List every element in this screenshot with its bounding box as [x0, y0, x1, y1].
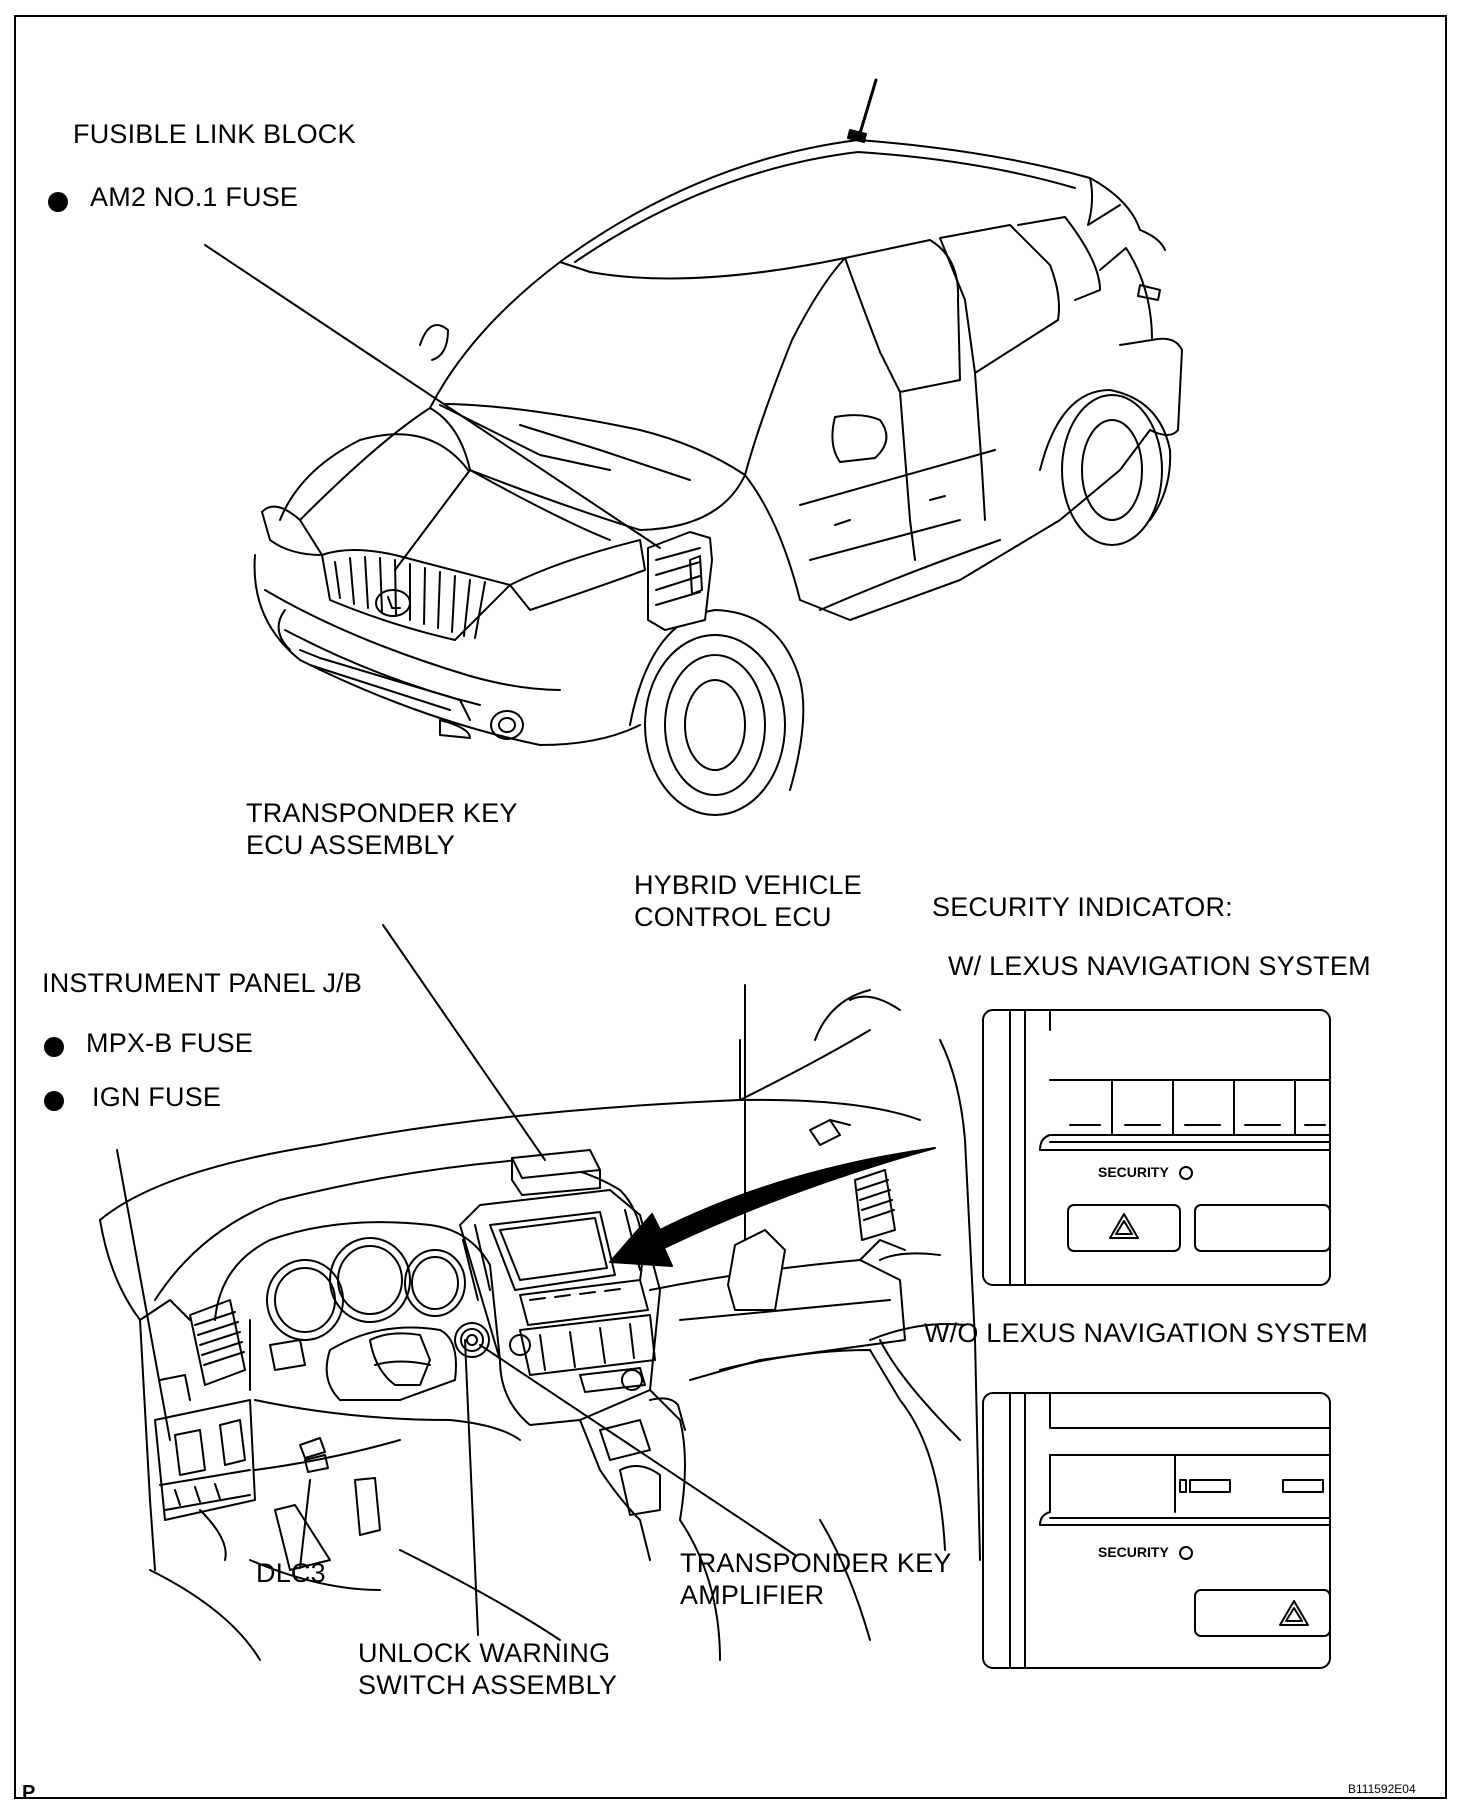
hybrid-ecu-label-line1: HYBRID VEHICLE	[634, 870, 862, 900]
page-letter: P	[22, 1782, 36, 1804]
security-indicator-text-no-nav: SECURITY	[1098, 1544, 1169, 1560]
security-indicator-text-nav: SECURITY	[1098, 1164, 1169, 1180]
bullet-icon	[48, 192, 68, 212]
fusible-link-block-label: FUSIBLE LINK BLOCK	[73, 119, 356, 149]
transponder-key-amplifier-label-line1: TRANSPONDER KEY	[680, 1548, 952, 1578]
with-nav-label: W/ LEXUS NAVIGATION SYSTEM	[948, 951, 1371, 981]
transponder-key-ecu-label-line1: TRANSPONDER KEY	[246, 798, 518, 828]
dlc3-label: DLC3	[256, 1558, 326, 1588]
bullet-icon	[44, 1037, 64, 1057]
without-nav-label: W/O LEXUS NAVIGATION SYSTEM	[924, 1318, 1368, 1348]
am2-fuse-label: AM2 NO.1 FUSE	[90, 182, 299, 212]
leader-lines	[116, 244, 796, 1636]
transponder-key-amplifier-label-line2: AMPLIFIER	[680, 1580, 825, 1610]
transponder-key-ecu-label-line2: ECU ASSEMBLY	[246, 830, 455, 860]
inset-with-nav	[982, 1009, 1331, 1286]
security-indicator-heading: SECURITY INDICATOR:	[932, 892, 1233, 922]
diagram-frame	[14, 15, 1447, 1799]
figure-code: B111592E04	[1348, 1782, 1416, 1796]
unlock-warning-switch-label-line1: UNLOCK WARNING	[358, 1638, 611, 1668]
vehicle-illustration	[253, 78, 1183, 816]
inset-without-nav	[982, 1392, 1331, 1669]
indicator-location-arrow	[609, 1147, 936, 1267]
dashboard-illustration	[99, 989, 981, 1661]
ign-fuse-label: IGN FUSE	[92, 1082, 222, 1112]
mpx-b-fuse-label: MPX-B FUSE	[86, 1028, 254, 1058]
instrument-panel-jb-label: INSTRUMENT PANEL J/B	[42, 968, 363, 998]
bullet-icon	[44, 1091, 64, 1111]
unlock-warning-switch-label-line2: SWITCH ASSEMBLY	[358, 1670, 618, 1700]
hybrid-ecu-label-line2: CONTROL ECU	[634, 902, 832, 932]
